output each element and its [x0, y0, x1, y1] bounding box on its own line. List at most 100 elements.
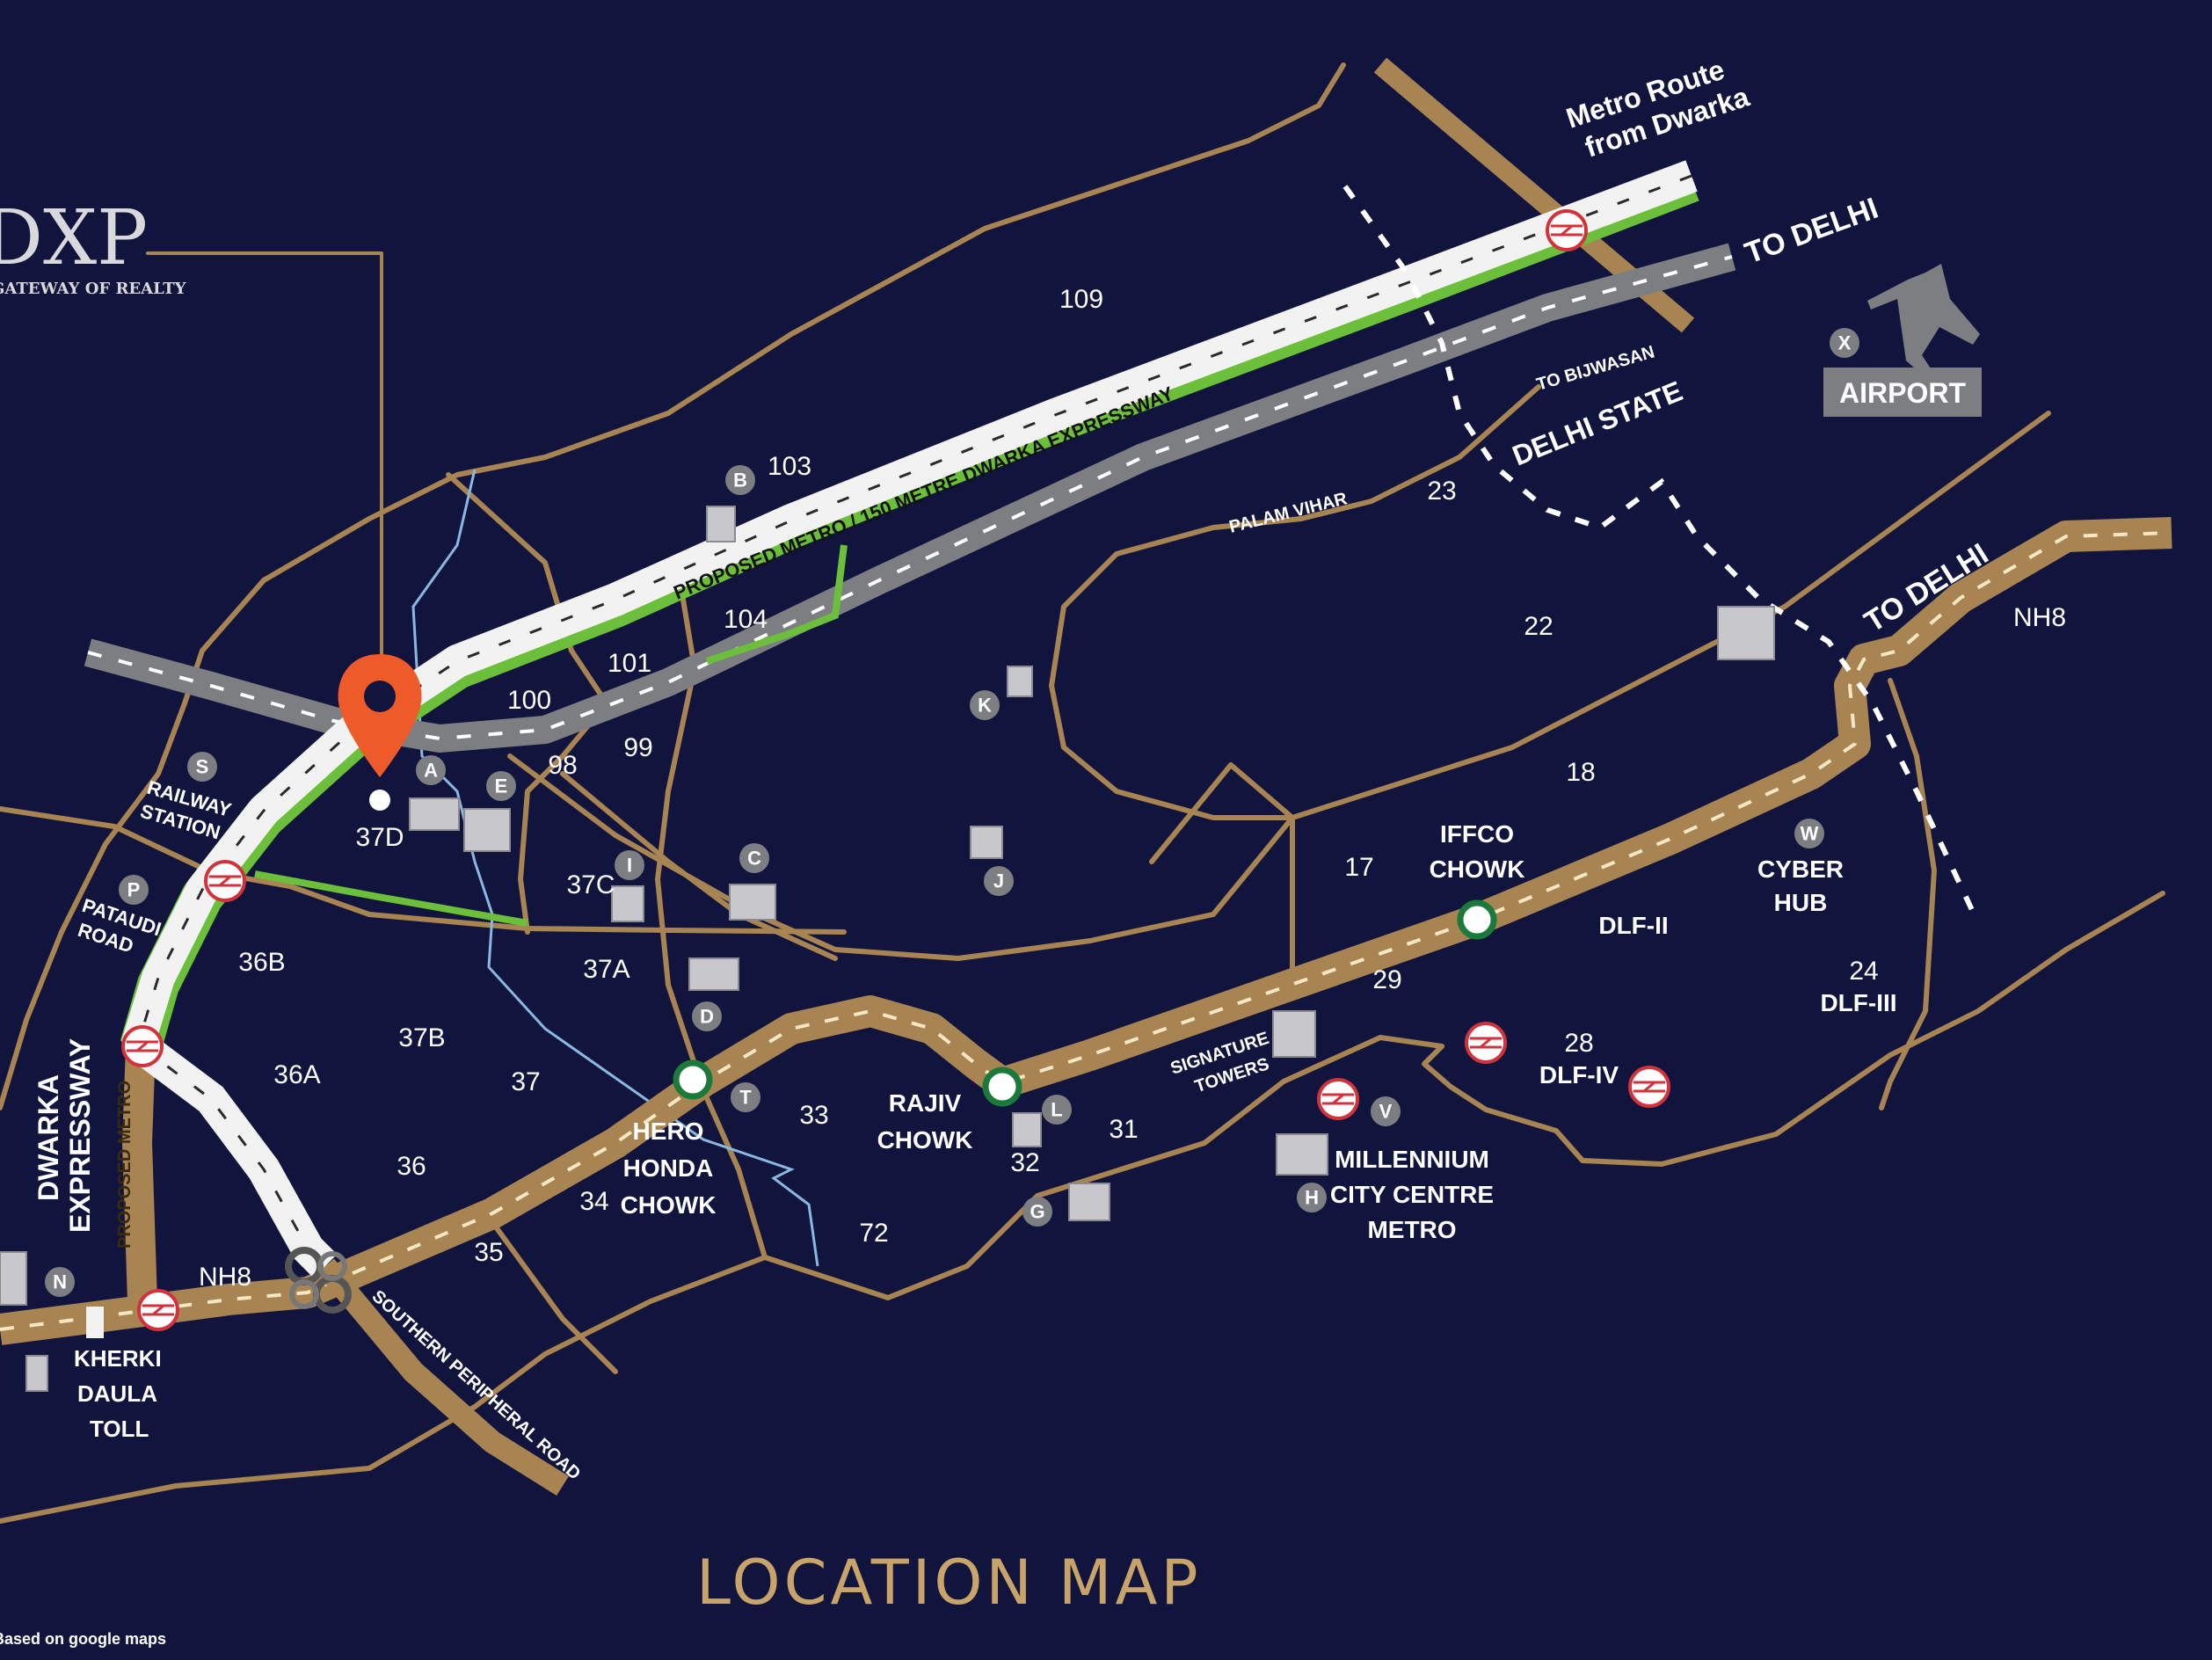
- brand-logo: DXP GATEWAY OF REALTY: [0, 194, 187, 298]
- chowk-label: CHOWK: [621, 1191, 717, 1219]
- building-icon: [688, 957, 739, 991]
- toll-label: TOLL: [90, 1416, 149, 1442]
- marker-d: D: [692, 1001, 722, 1031]
- marker-letter: I: [627, 855, 632, 877]
- building-icons: [0, 506, 1775, 1392]
- city-centre-label: CITY CENTRE: [1330, 1181, 1494, 1208]
- marker-letter: V: [1379, 1101, 1393, 1123]
- rajiv-label: RAJIV: [889, 1089, 962, 1117]
- proposed-metro-vertical: PROPOSED METRO: [115, 1045, 157, 1302]
- airport-label: AIRPORT: [1839, 377, 1966, 409]
- marker-letter: T: [739, 1087, 752, 1109]
- kherki-label: KHERKI: [74, 1345, 162, 1372]
- marker-i: I: [615, 850, 644, 880]
- marker-circle-icon: [187, 752, 217, 782]
- canal: [411, 469, 819, 1267]
- marker-letter: P: [127, 879, 141, 901]
- marker-n: N: [45, 1267, 75, 1297]
- marker-circle-icon: [486, 771, 516, 801]
- marker-circle-icon: [692, 1001, 722, 1031]
- marker-letter: C: [747, 848, 761, 870]
- metro-label: METRO: [1367, 1216, 1456, 1243]
- metro-station-icon: [121, 1025, 164, 1067]
- sector-label: 37A: [583, 955, 629, 984]
- green-belt: [254, 544, 848, 927]
- marker-letter: D: [700, 1006, 714, 1028]
- marker-circle-icon: [1830, 328, 1859, 358]
- dwarka-label: DWARKA: [33, 1074, 64, 1201]
- marker-a: A: [416, 755, 446, 785]
- building-icon: [409, 797, 460, 831]
- sector-label: 37: [511, 1067, 540, 1096]
- marker-circle-icon: [725, 465, 755, 495]
- marker-w: W: [1794, 819, 1824, 848]
- junction-rajiv-chowk: [982, 1067, 1022, 1107]
- toll-booth-icon: [25, 1355, 48, 1392]
- sector-label: 99: [623, 733, 652, 762]
- building-icon: [1068, 1183, 1110, 1221]
- brand-name: DXP: [0, 194, 148, 282]
- sector-label: 22: [1524, 612, 1553, 641]
- metro-station-icon: [1317, 1078, 1359, 1120]
- proposed-metro-vertical-label: PROPOSED METRO: [115, 1081, 135, 1249]
- marker-j: J: [984, 866, 1014, 896]
- marker-s: S: [187, 752, 217, 782]
- southern-peripheral-road: [317, 1258, 569, 1496]
- local-roads: [0, 62, 2165, 1524]
- project-sector-label: 37D: [355, 823, 404, 852]
- marker-p: P: [119, 875, 149, 905]
- junction-hero-honda-chowk: [673, 1059, 713, 1100]
- building-icon: [1272, 1010, 1316, 1058]
- sector-label: 36: [397, 1152, 426, 1181]
- marker-letter: E: [495, 775, 508, 797]
- marker-circle-icon: [731, 1082, 760, 1112]
- sector-label: 98: [548, 751, 577, 780]
- daula-label: DAULA: [77, 1380, 157, 1407]
- metro-station-icon: [1465, 1022, 1507, 1064]
- hub-label: HUB: [1774, 889, 1828, 916]
- rapid-metro-stations: [673, 899, 1497, 1107]
- gray-highway: [84, 243, 1736, 753]
- sector-label: 101: [608, 649, 651, 678]
- rajiv-chowk-label: CHOWK: [877, 1126, 973, 1154]
- marker-letter: W: [1801, 823, 1819, 845]
- cyber-label: CYBER: [1757, 855, 1844, 883]
- marker-letter: A: [424, 760, 438, 782]
- marker-v: V: [1371, 1096, 1401, 1126]
- marker-b: B: [725, 465, 755, 495]
- brand-tagline: GATEWAY OF REALTY: [0, 280, 187, 298]
- marker-letter: X: [1838, 332, 1852, 354]
- marker-letter: H: [1305, 1187, 1319, 1209]
- iffco-label: IFFCO: [1440, 820, 1514, 848]
- honda-label: HONDA: [623, 1154, 714, 1182]
- marker-x: X: [1830, 328, 1859, 358]
- sector-label: 33: [799, 1101, 828, 1130]
- marker-letter: B: [733, 470, 747, 491]
- sector-label: 36A: [273, 1060, 320, 1089]
- marker-circle-icon: [416, 755, 446, 785]
- cloverleaf-interchange-icon: [285, 1247, 352, 1314]
- metro-station-icon: [204, 860, 246, 902]
- expressway-label: EXPRESSWAY: [64, 1038, 96, 1233]
- millennium-label: MILLENNIUM: [1335, 1146, 1489, 1173]
- sector-label: 36B: [238, 948, 285, 977]
- sector-label: 72: [859, 1219, 888, 1248]
- building-icon: [1276, 1133, 1328, 1176]
- metro-station-icon: [1546, 209, 1588, 251]
- marker-circle-icon: [1022, 1197, 1052, 1227]
- metro-station-icon: [137, 1289, 179, 1331]
- project-location-pin: 37D: [338, 654, 422, 852]
- marker-k: K: [970, 690, 1000, 720]
- marker-c: C: [739, 843, 769, 873]
- building-icon: [0, 1251, 27, 1306]
- sector-label: 23: [1427, 477, 1456, 506]
- dlf-iii-label: DLF-III: [1820, 989, 1896, 1016]
- marker-h: H: [1297, 1183, 1327, 1212]
- marker-circle-icon: [739, 843, 769, 873]
- marker-letter: N: [53, 1271, 67, 1293]
- marker-circle-icon: [970, 690, 1000, 720]
